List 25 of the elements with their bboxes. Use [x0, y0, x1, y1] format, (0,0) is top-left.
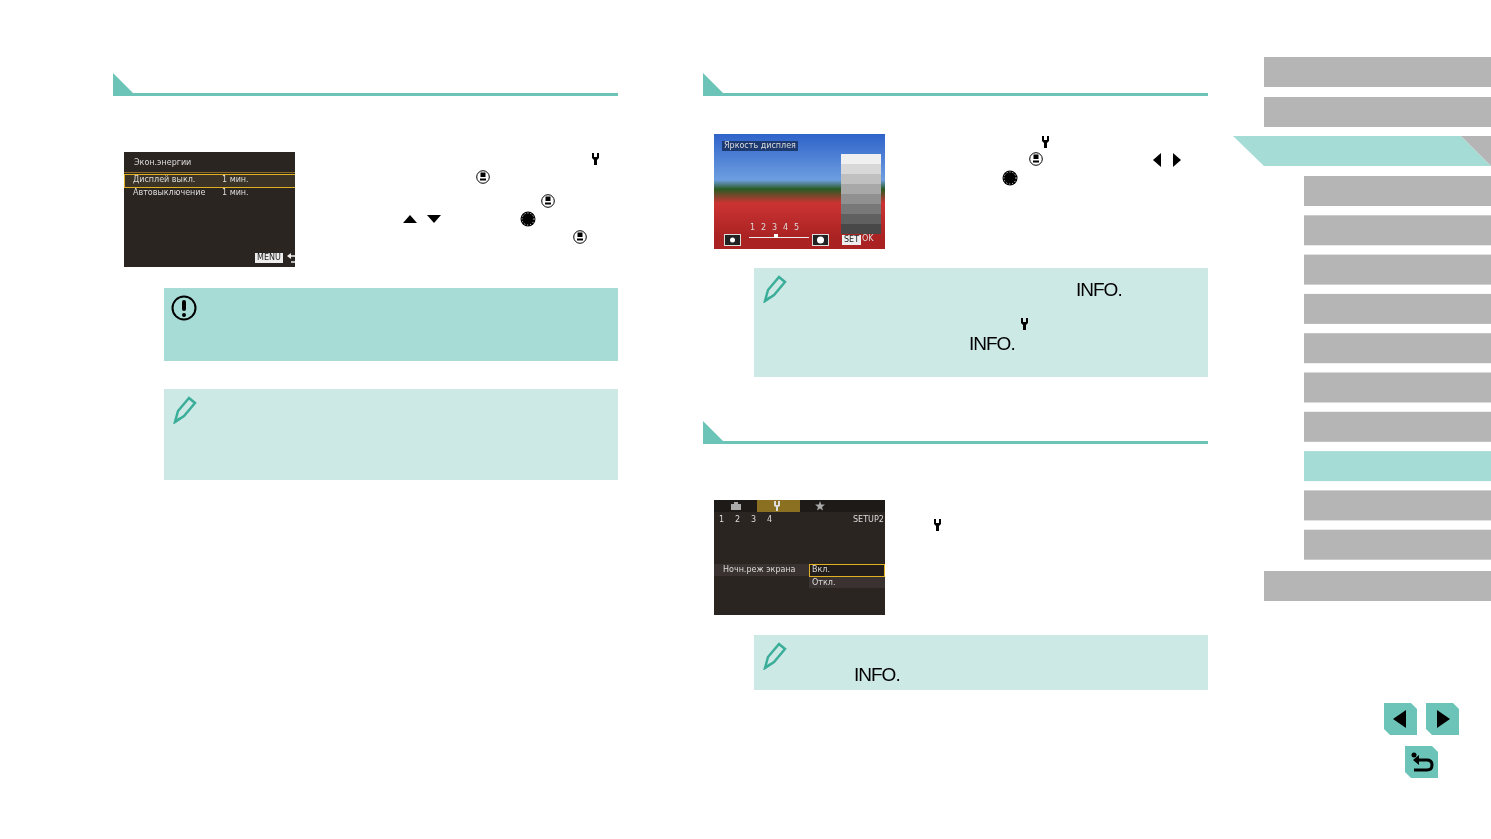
ok-text: OK	[862, 235, 874, 243]
scale-number: 1	[750, 224, 756, 232]
menu-value: 1 мин.	[222, 176, 249, 184]
info-button-label: INFO.	[969, 334, 1015, 353]
menu-button-label: MENU	[255, 253, 283, 263]
page-number: 1	[719, 516, 725, 524]
scale-number: 3	[772, 224, 778, 232]
page-number: 4	[767, 516, 773, 524]
option-selected: Вкл.	[812, 566, 830, 574]
page-number: 2	[735, 516, 741, 524]
menu-item: Автовыключение	[133, 189, 206, 197]
page-number: 3	[751, 516, 757, 524]
screen-title: Яркость дисплея	[722, 141, 798, 151]
menu-value: 1 мин.	[222, 189, 249, 197]
menu-item: Ночн.реж экрана	[723, 566, 796, 574]
info-button-label: INFO.	[854, 665, 900, 684]
info-button-label: INFO.	[1076, 280, 1122, 299]
scale-number: 2	[761, 224, 767, 232]
scale-number: 5	[794, 224, 800, 232]
option: Откл.	[812, 579, 836, 587]
menu-item: Дисплей выкл.	[133, 176, 196, 184]
scale-number: 4	[783, 224, 789, 232]
tab-name: SETUP2	[853, 516, 884, 524]
set-button-label: SET	[842, 235, 862, 245]
screen-title: Экон.энергии	[134, 159, 192, 167]
